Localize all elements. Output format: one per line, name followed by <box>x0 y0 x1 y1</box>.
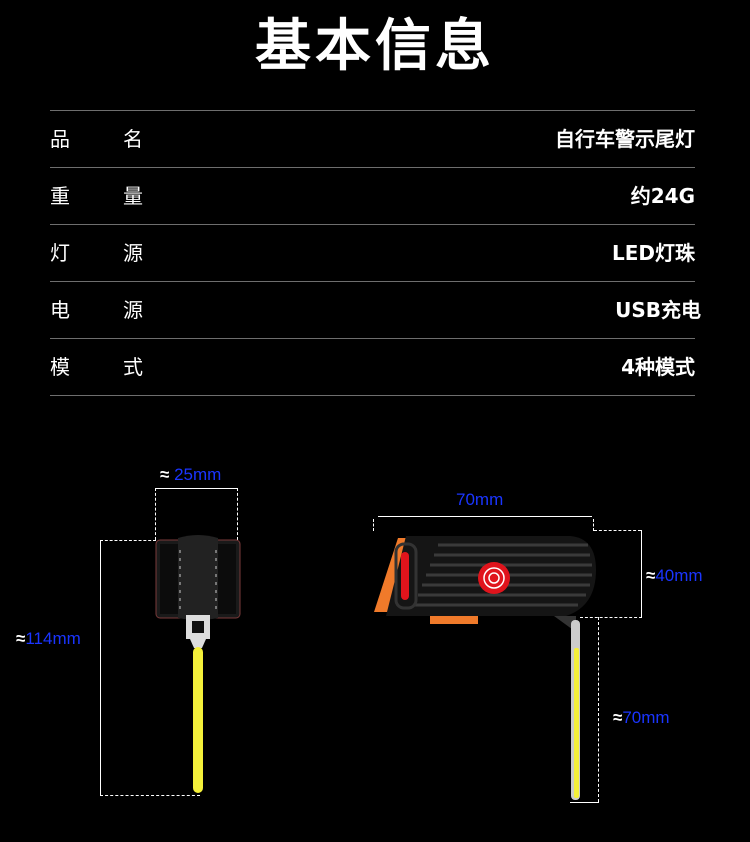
side-height-label: ≈40mm <box>646 566 703 585</box>
front-height-label: ≈114mm <box>16 629 81 648</box>
spec-value: USB充电 <box>615 298 701 322</box>
dimension-line <box>641 530 642 617</box>
spec-value: LED灯珠 <box>611 241 695 265</box>
dimension-line <box>237 488 238 540</box>
spec-row-power: 电 源 USB充电 <box>50 281 701 338</box>
spec-value: 自行车警示尾灯 <box>555 127 695 151</box>
tail-light-side-image <box>374 536 596 800</box>
spec-key-char1: 重 <box>50 184 70 208</box>
strip-length-label: ≈70mm <box>613 708 670 727</box>
spec-row-weight: 重 量 约24G <box>50 167 695 224</box>
spec-key-char1: 品 <box>50 127 70 151</box>
spec-key-char2: 式 <box>123 355 143 379</box>
dimension-line <box>598 617 599 802</box>
spec-value: 约24G <box>630 184 695 208</box>
spec-key-char2: 量 <box>123 184 143 208</box>
dimension-line <box>100 795 200 796</box>
dimension-line <box>594 530 641 531</box>
dimension-line <box>100 540 156 541</box>
tail-light-front-image <box>155 535 241 793</box>
side-length-label: 70mm <box>456 490 504 509</box>
dimension-line <box>593 519 594 531</box>
spec-value: 4种模式 <box>621 355 695 379</box>
spec-key-char1: 灯 <box>50 241 70 265</box>
spec-row-modes: 模 式 4种模式 <box>50 338 695 396</box>
page-title: 基本信息 <box>255 14 495 79</box>
spec-key-char2: 名 <box>123 127 143 151</box>
dimension-line <box>100 540 101 795</box>
dimension-line <box>373 519 374 531</box>
spec-key-char2: 源 <box>123 241 143 265</box>
spec-table: 品 名 自行车警示尾灯 重 量 约24G 灯 源 LED灯珠 电 源 USB充电… <box>50 110 701 396</box>
dimension-line <box>580 617 642 618</box>
dimension-line <box>155 488 238 489</box>
spec-key-char2: 源 <box>123 298 143 322</box>
dimension-line <box>378 516 592 517</box>
spec-key-char1: 模 <box>50 355 70 379</box>
front-width-label: ≈ 25mm <box>160 465 222 484</box>
spec-row-name: 品 名 自行车警示尾灯 <box>50 110 695 167</box>
spec-key-char1: 电 <box>50 298 70 322</box>
dimension-line <box>570 802 599 803</box>
dimension-line <box>155 488 156 540</box>
spec-row-light-source: 灯 源 LED灯珠 <box>50 224 695 281</box>
